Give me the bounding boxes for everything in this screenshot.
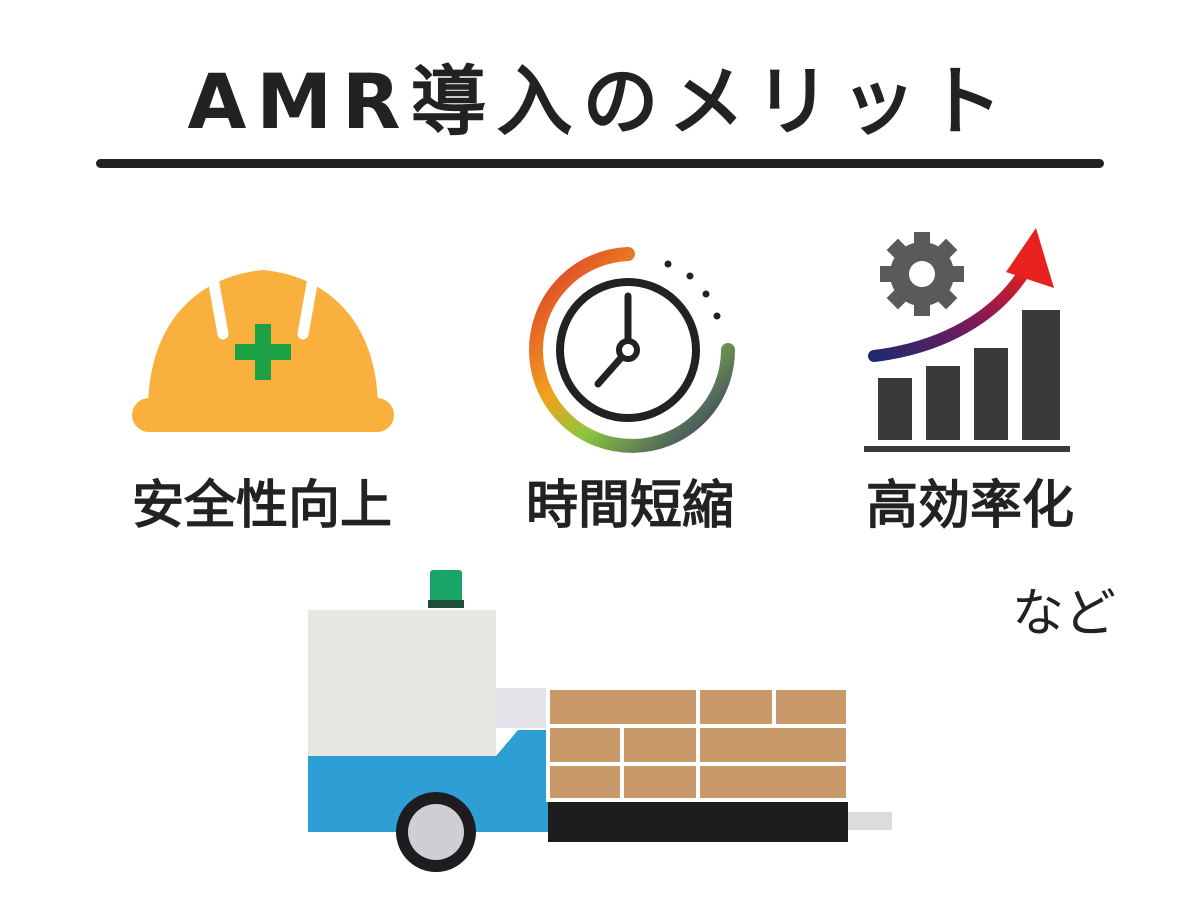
hard-hat-icon [132, 270, 394, 432]
stopwatch-icon [529, 247, 735, 453]
benefit-label-efficiency: 高効率化 [865, 476, 1074, 536]
benefit-label-time: 時間短縮 [525, 476, 734, 536]
growth-chart-icon [864, 228, 1070, 452]
amr-robot-illustration [308, 570, 892, 872]
etc-label: など [1012, 584, 1117, 644]
benefit-label-safety: 安全性向上 [131, 476, 392, 536]
page-title: AMR導入のメリット [187, 57, 1013, 146]
title-underline [96, 159, 1104, 168]
